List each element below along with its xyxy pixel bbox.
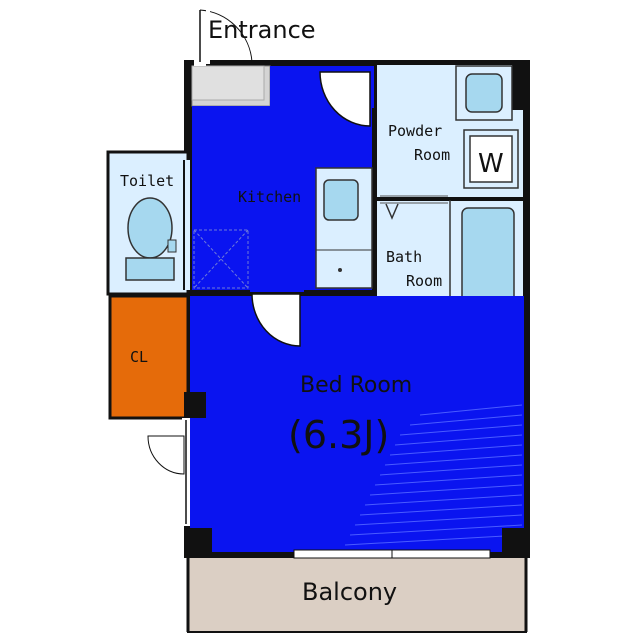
entrance-label: Entrance (208, 16, 316, 44)
toilet-tank (125, 257, 175, 281)
balcony-label: Balcony (302, 578, 397, 606)
balcony-area (187, 555, 527, 633)
powder-room-label-line2: Room (414, 146, 450, 164)
closet-label: CL (130, 348, 148, 366)
toilet-label: Toilet (120, 172, 174, 190)
bed-room-size-label: (6.3J) (288, 413, 389, 457)
kitchen-sink (323, 179, 359, 221)
bed-room-label: Bed Room (300, 373, 412, 398)
powder-room-label-line1: Powder (388, 122, 442, 140)
stove-knob (338, 268, 342, 272)
bath-room-label-line1: Bath (386, 248, 422, 266)
toilet-bowl (127, 197, 173, 259)
kitchen-label: Kitchen (238, 188, 301, 206)
bath-room-label-line2: Room (406, 272, 442, 290)
closet (108, 294, 190, 420)
washer-label: W (478, 149, 504, 179)
